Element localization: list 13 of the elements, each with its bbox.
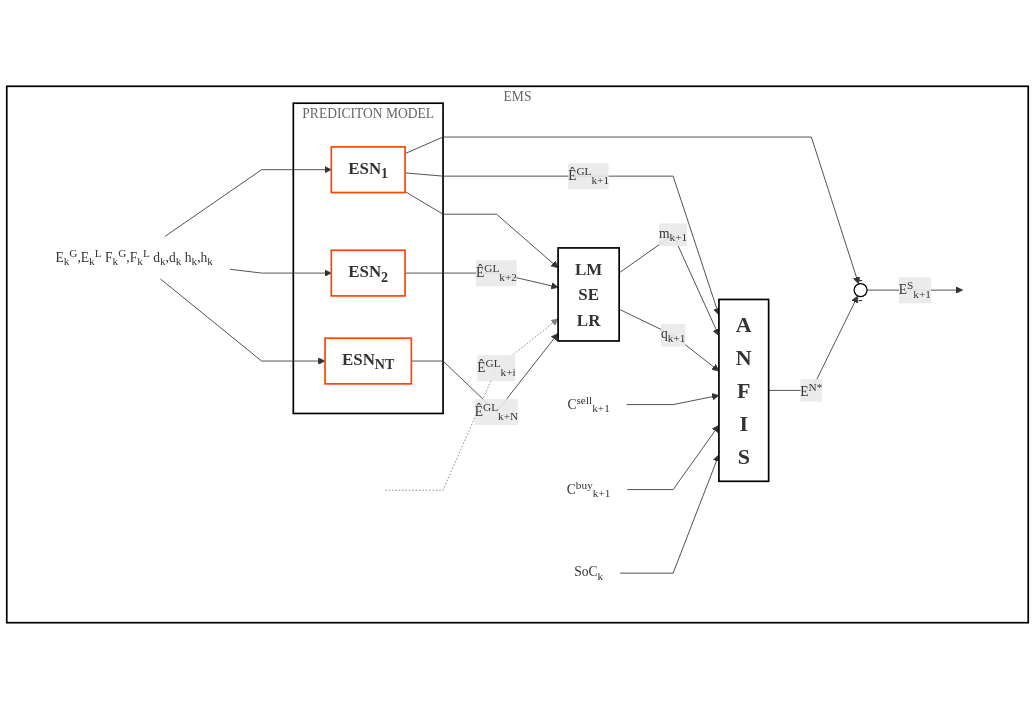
node-circle: [853, 283, 868, 298]
node-box: LM SE LR: [557, 247, 620, 342]
edge-label: E$^{N*}$: [800, 380, 823, 399]
edge-label: q$_{k+1}$: [660, 326, 686, 345]
node-box: ESN$_{1}$: [330, 146, 406, 194]
node-box: A N F I S: [718, 298, 770, 483]
node-box: ESN$_{2}$: [330, 249, 406, 297]
node-text: SoC$_{k}$: [574, 564, 604, 583]
node-box: ESN$_{NT}$: [324, 337, 413, 385]
node-text: E$_{k}$$^{G}$,E$_{k}$$^{L}$ F$_{k}$$^{G}$,F$_{k}$$^{L}$ d$_{k}$,d$_{k}$ h$_{k}$,h$_{k}$: [55, 246, 213, 269]
edge-label: m$_{k+1}$: [659, 225, 688, 244]
node-label: -: [858, 272, 863, 287]
node-label: -: [858, 292, 863, 308]
